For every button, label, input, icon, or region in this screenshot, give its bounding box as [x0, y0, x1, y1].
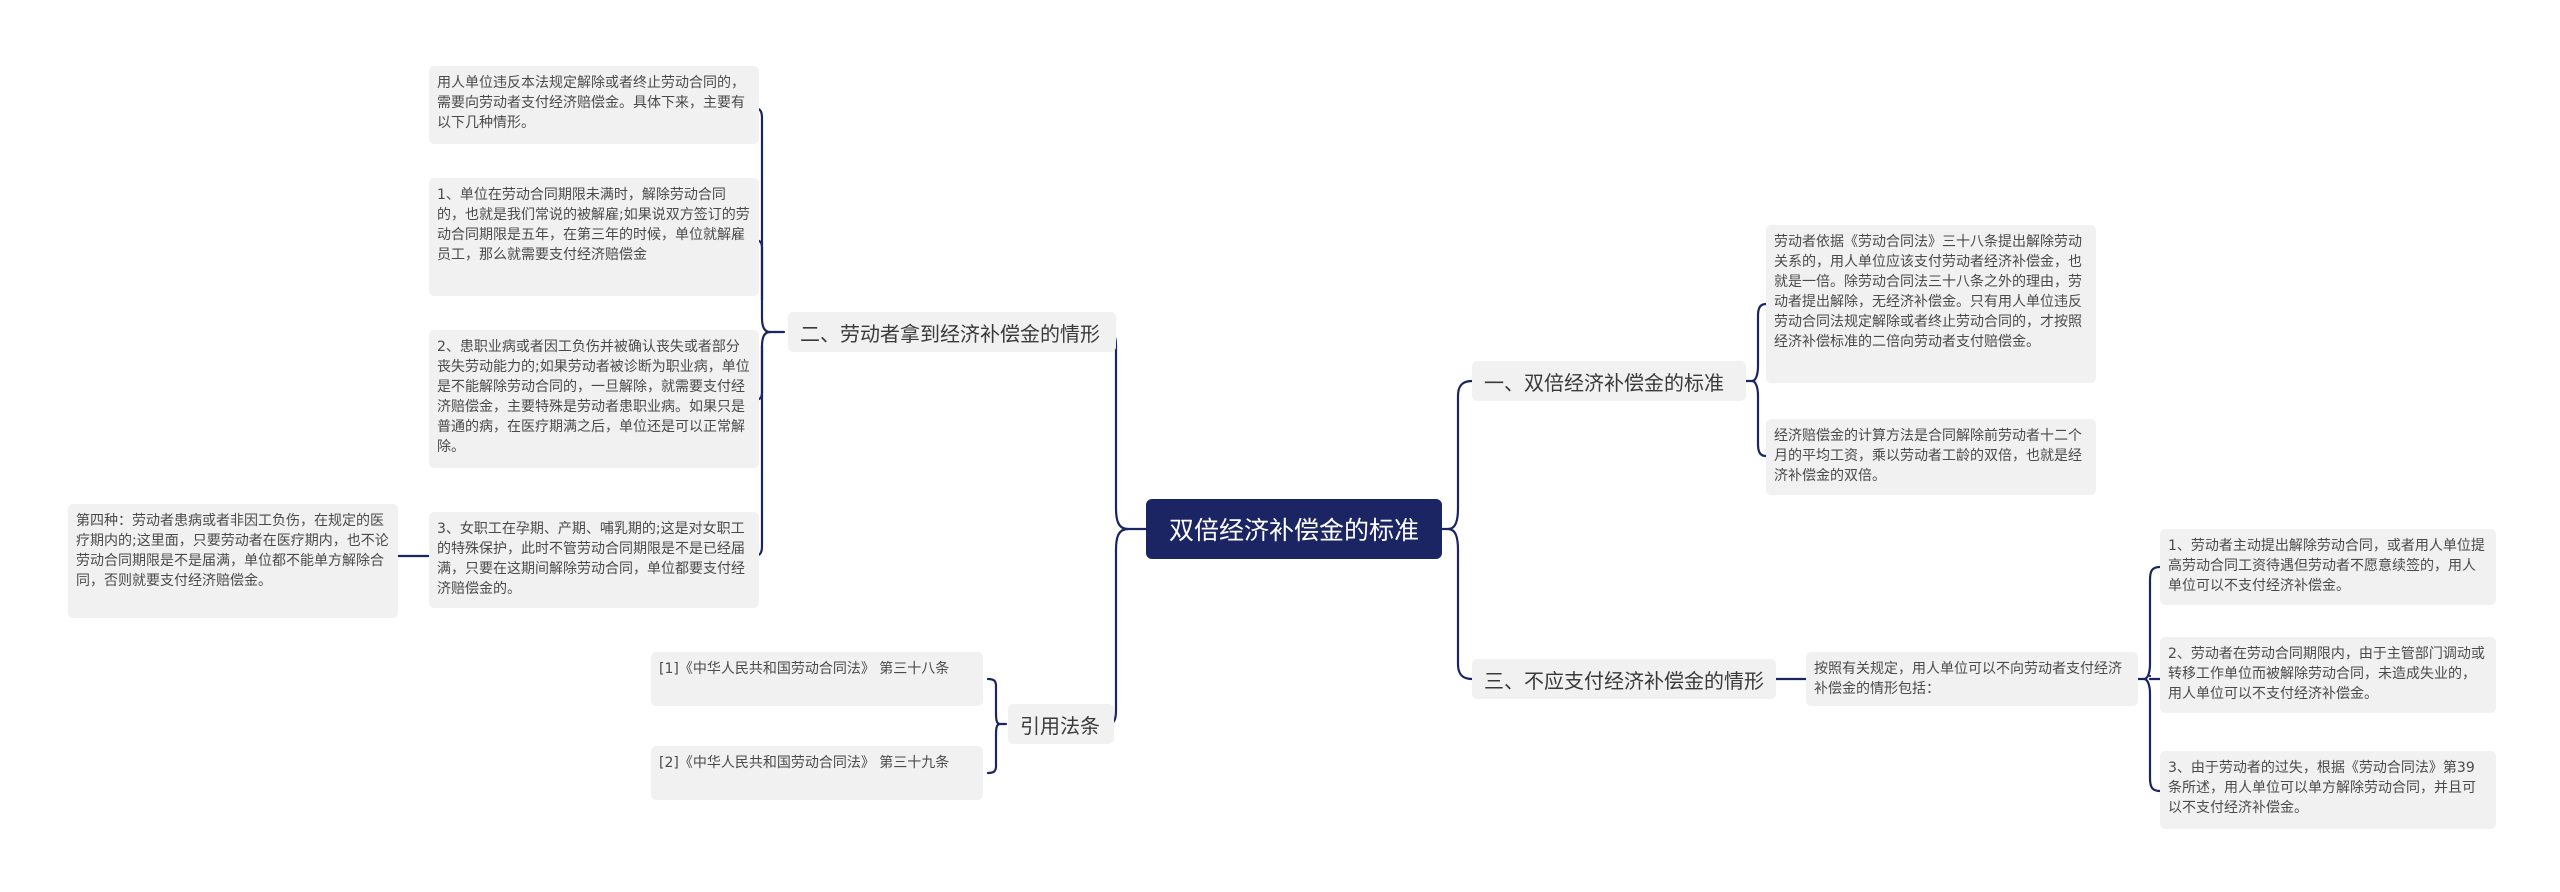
leaf-node[interactable]: [2]《中华人民共和国劳动合同法》 第三十九条 [651, 746, 983, 800]
leaf-text: [2]《中华人民共和国劳动合同法》 第三十九条 [659, 755, 950, 771]
branch-label: 二、劳动者拿到经济补偿金的情形 [800, 321, 1100, 346]
leaf-text: 经济赔偿金的计算方法是合同解除前劳动者十二个月的平均工资，乘以劳动者工龄的双倍，… [1774, 428, 2082, 484]
leaf-text: 3、由于劳动者的过失，根据《劳动合同法》第39条所述，用人单位可以单方解除劳动合… [2168, 760, 2476, 816]
connector [1106, 527, 1130, 726]
leaf-node[interactable]: 经济赔偿金的计算方法是合同解除前劳动者十二个月的平均工资，乘以劳动者工龄的双倍，… [1766, 419, 2096, 495]
intro-node[interactable]: 按照有关规定，用人单位可以不向劳动者支付经济补偿金的情形包括： [1806, 652, 2138, 706]
leaf-text: 1、劳动者主动提出解除劳动合同，或者用人单位提高劳动合同工资待遇但劳动者不愿意续… [2168, 538, 2485, 594]
connector [986, 677, 1008, 726]
leaf-text: 第四种：劳动者患病或者非因工负伤，在规定的医疗期内的;这里面，只要劳动者在医疗期… [76, 513, 389, 589]
branch-label: 一、双倍经济补偿金的标准 [1484, 370, 1724, 395]
leaf-node[interactable]: [1]《中华人民共和国劳动合同法》 第三十八条 [651, 652, 983, 706]
leaf-text: 2、劳动者在劳动合同期限内，由于主管部门调动或转移工作单位而被解除劳动合同，未造… [2168, 646, 2485, 702]
root-label: 双倍经济补偿金的标准 [1168, 516, 1419, 545]
leaf-text: 1、单位在劳动合同期限未满时，解除劳动合同的，也就是我们常说的被解雇;如果说双方… [437, 187, 750, 263]
leaf-text: 2、患职业病或者因工负伤并被确认丧失或者部分丧失劳动能力的;如果劳动者被诊断为职… [437, 339, 750, 455]
leaf-text: 劳动者依据《劳动合同法》三十八条提出解除劳动关系的，用人单位应该支付劳动者经济补… [1774, 234, 2082, 350]
leaf-node[interactable]: 3、女职工在孕期、产期、哺乳期的;这是对女职工的特殊保护，此时不管劳动合同期限是… [429, 512, 759, 608]
leaf-text: [1]《中华人民共和国劳动合同法》 第三十八条 [659, 661, 950, 677]
connector [2136, 565, 2162, 681]
connector [986, 722, 1002, 775]
leaf-text: 按照有关规定，用人单位可以不向劳动者支付经济补偿金的情形包括： [1814, 661, 2122, 697]
leaf-node[interactable]: 1、劳动者主动提出解除劳动合同，或者用人单位提高劳动合同工资待遇但劳动者不愿意续… [2160, 529, 2496, 605]
leaf-node[interactable]: 2、劳动者在劳动合同期限内，由于主管部门调动或转移工作单位而被解除劳动合同，未造… [2160, 637, 2496, 713]
leaf-node[interactable]: 1、单位在劳动合同期限未满时，解除劳动合同的，也就是我们常说的被解雇;如果说双方… [429, 178, 759, 296]
branch-right-top[interactable]: 一、双倍经济补偿金的标准 [1472, 361, 1746, 401]
connector [1744, 302, 1768, 383]
leaf-node[interactable]: 2、患职业病或者因工负伤并被确认丧失或者部分丧失劳动能力的;如果劳动者被诊断为职… [429, 330, 759, 468]
connector [2142, 677, 2162, 793]
root-node[interactable]: 双倍经济补偿金的标准 [1146, 499, 1442, 559]
connector [1440, 379, 1474, 531]
branch-right-bottom[interactable]: 三、不应支付经济补偿金的情形 [1472, 659, 1776, 699]
leaf-text: 用人单位违反本法规定解除或者终止劳动合同的，需要向劳动者支付经济赔偿金。具体下来… [437, 75, 745, 131]
connector [1750, 379, 1768, 458]
leaf-node[interactable]: 劳动者依据《劳动合同法》三十八条提出解除劳动关系的，用人单位应该支付劳动者经济补… [1766, 225, 2096, 383]
connector [1446, 527, 1474, 681]
connector [1118, 330, 1146, 529]
branch-left-top[interactable]: 二、劳动者拿到经济补偿金的情形 [788, 312, 1116, 352]
branch-label: 三、不应支付经济补偿金的情形 [1484, 668, 1764, 693]
branch-label: 引用法条 [1020, 713, 1100, 738]
sub-leaf-node[interactable]: 第四种：劳动者患病或者非因工负伤，在规定的医疗期内的;这里面，只要劳动者在医疗期… [68, 504, 398, 618]
branch-left-bottom[interactable]: 引用法条 [1008, 704, 1114, 744]
connector [2148, 674, 2162, 681]
leaf-text: 3、女职工在孕期、产期、哺乳期的;这是对女职工的特殊保护，此时不管劳动合同期限是… [437, 521, 745, 597]
connector [1106, 330, 1148, 531]
leaf-node[interactable]: 3、由于劳动者的过失，根据《劳动合同法》第39条所述，用人单位可以单方解除劳动合… [2160, 751, 2496, 829]
leaf-node[interactable]: 用人单位违反本法规定解除或者终止劳动合同的，需要向劳动者支付经济赔偿金。具体下来… [429, 66, 759, 144]
